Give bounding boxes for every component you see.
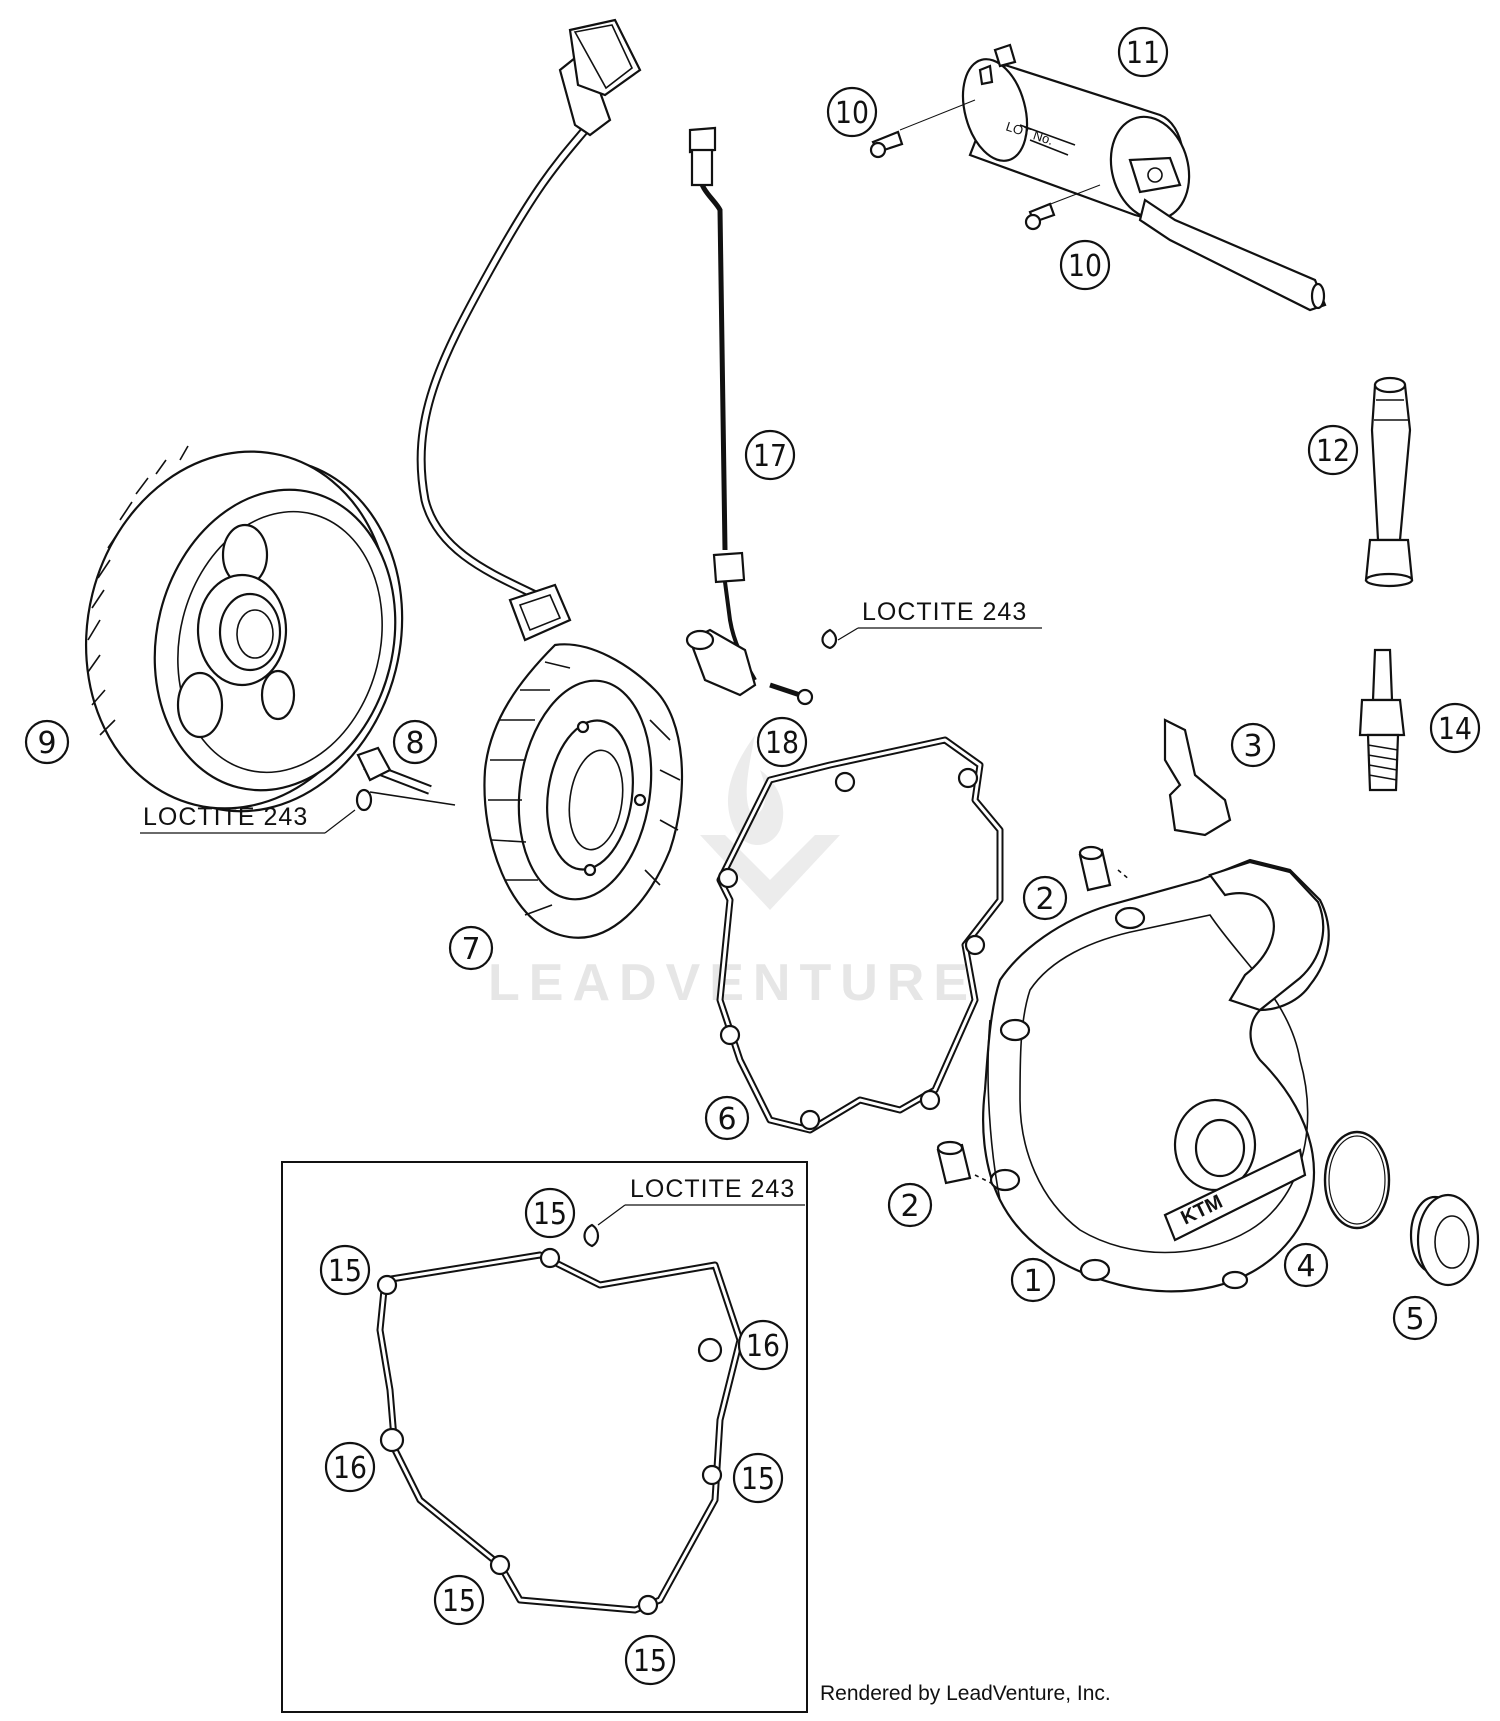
callout-16a: 16 [737,1319,789,1371]
part-ignition-cover: KTM [982,858,1330,1293]
part-flywheel-rotor [84,445,404,813]
watermark-text: LEADVENTURE [488,954,977,1012]
part-stator-bolt [355,746,456,812]
callout-16a-label: 16 [746,1329,780,1364]
callout-2a-label: 2 [1035,882,1054,917]
callout-11-label: 11 [1126,36,1160,71]
callout-10a-label: 10 [835,96,869,131]
part-screw-plug [1409,1193,1480,1287]
loctite-sensor-label: LOCTITE 243 [862,598,1027,626]
callout-7: 7 [448,925,494,971]
callout-12-label: 12 [1316,434,1350,469]
callout-6: 6 [704,1095,750,1141]
callout-16b-label: 16 [333,1451,367,1486]
callout-17-label: 17 [753,439,787,474]
callout-9-label: 9 [37,726,56,761]
callout-2b-label: 2 [900,1189,919,1224]
callout-18: 18 [756,716,808,768]
callout-15b: 15 [319,1244,371,1296]
part-dowels [936,845,1131,1186]
callout-8: 8 [392,719,438,765]
callout-5-label: 5 [1405,1302,1424,1337]
callout-15a-label: 15 [533,1197,567,1232]
callout-15b-label: 15 [328,1254,362,1289]
callout-15d-label: 15 [442,1584,476,1619]
part-cover-gasket [716,736,1004,1134]
callout-18-label: 18 [765,726,799,761]
callout-2a: 2 [1022,875,1068,921]
callout-14-label: 14 [1438,712,1472,747]
part-spark-plug [1358,648,1406,792]
callout-2b: 2 [887,1182,933,1228]
callout-6-label: 6 [717,1102,736,1137]
credit-line: Rendered by LeadVenture, Inc. [820,1682,1111,1705]
callout-15e-label: 15 [633,1644,667,1679]
part-spark-plug-cap [1364,376,1414,588]
loctite-note-kit: LOCTITE 243 [597,1175,805,1226]
callout-15c-label: 15 [741,1462,775,1497]
callout-14: 14 [1429,702,1481,754]
loctite-stator-label: LOCTITE 243 [143,803,308,831]
callout-5: 5 [1392,1295,1438,1341]
part-pickup-sensor [685,126,838,706]
callout-17: 17 [744,429,796,481]
loctite-note-sensor-screw: LOCTITE 243 [837,598,1042,641]
part-ignition-coil: LOT No. [869,43,1327,312]
callout-9: 9 [24,719,70,765]
callout-1: 1 [1010,1257,1056,1303]
callout-16b: 16 [324,1441,376,1493]
callout-15a: 15 [524,1187,576,1239]
callout-4-label: 4 [1296,1249,1315,1284]
callout-11: 11 [1117,26,1169,78]
callout-12: 12 [1307,424,1359,476]
callout-3-label: 3 [1243,729,1262,764]
callout-3: 3 [1230,722,1276,768]
callout-10a: 10 [826,86,878,138]
callout-8-label: 8 [405,726,424,761]
loctite-note-stator-bolt: LOCTITE 243 [140,803,356,834]
callout-15d: 15 [433,1574,485,1626]
callout-15c: 15 [732,1452,784,1504]
callout-10b-label: 10 [1068,249,1102,284]
callout-1-label: 1 [1023,1264,1042,1299]
callout-15e: 15 [624,1634,676,1686]
gasket-kit-box [281,1161,808,1713]
loctite-kit-label: LOCTITE 243 [630,1175,795,1203]
part-stator [416,18,684,939]
callout-4: 4 [1283,1242,1329,1288]
part-bracket [1163,718,1232,837]
callout-10b: 10 [1059,239,1111,291]
part-o-ring [1323,1130,1391,1230]
callout-7-label: 7 [461,932,480,967]
